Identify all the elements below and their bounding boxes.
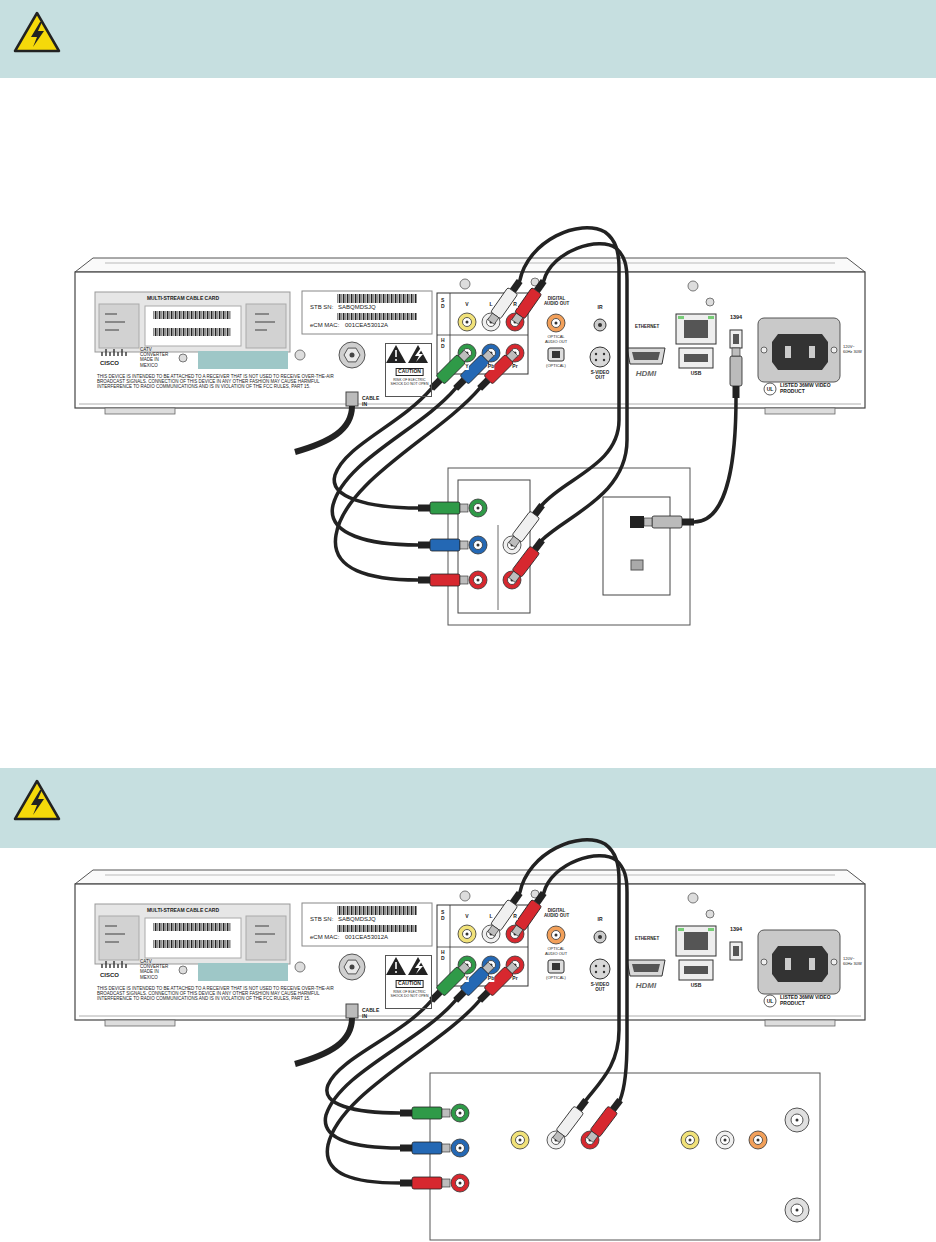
panel-label: 1394 [730, 926, 742, 932]
panel-label: SABQMDSJQ [338, 304, 376, 311]
panel-label: CISCO [100, 360, 119, 367]
panel-label: HDMI [636, 981, 656, 990]
panel-label: OPTICAL AUDIO OUT [541, 335, 571, 344]
panel-label: THIS DEVICE IS INTENDED TO BE ATTACHED T… [97, 374, 337, 390]
panel-label: S-VIDEO OUT [587, 370, 613, 380]
panel-label: Pb [487, 976, 494, 982]
panel-label: CATV CONVERTER MADE IN MEXICO [140, 959, 176, 980]
panel-label: S-VIDEO OUT [587, 982, 613, 992]
panel-label: CABLE IN [362, 1008, 382, 1020]
rear-panel: MULTI-STREAM CABLE CARD CATV CONVERTER MA… [75, 258, 865, 414]
panel-label: SABQMDSJQ [338, 916, 376, 923]
panel-label: Pb [487, 364, 494, 370]
panel-label: IR [598, 917, 603, 923]
panel-label: UL [767, 999, 774, 1005]
panel-label: CATV CONVERTER MADE IN MEXICO [140, 347, 176, 368]
panel-label: IR [598, 305, 603, 311]
panel-label: DIGITAL AUDIO OUT [541, 908, 572, 918]
panel-label: eCM MAC: [310, 322, 339, 329]
panel-label: H D [441, 338, 446, 350]
panel-label: LISTED 36MW VIDEO PRODUCT [780, 383, 840, 395]
panel-label: (OPTICAL) [546, 976, 566, 981]
panel-label: OPTICAL AUDIO OUT [541, 947, 571, 956]
panel-label: R [513, 302, 518, 308]
panel-label: eCM MAC: [310, 934, 339, 941]
panel-label: H D [441, 950, 446, 962]
panel-label: S D [441, 910, 446, 922]
warning-text: CAUTION [395, 980, 424, 988]
panel-label: 001CEA53012A [345, 934, 388, 941]
panel-label: Y [465, 976, 469, 982]
panel-label: L [489, 302, 493, 308]
panel-label: USB [691, 983, 702, 989]
panel-label: V [465, 302, 469, 308]
panel-label: DIGITAL AUDIO OUT [541, 296, 572, 306]
panel-label: Pr [512, 364, 518, 370]
panel-label: 001CEA53012A [345, 322, 388, 329]
panel-label: MULTI-STREAM CABLE CARD [147, 296, 219, 302]
caution-label: CAUTION RISK OF ELECTRIC SHOCK DO NOT OPE… [385, 343, 432, 397]
panel-label: MULTI-STREAM CABLE CARD [147, 908, 219, 914]
panel-label: CABLE IN [362, 396, 382, 408]
panel-label: STB SN: [310, 304, 333, 311]
rear-panel: MULTI-STREAM CABLE CARD CATV CONVERTER MA… [75, 870, 865, 1026]
caution-label: CAUTION RISK OF ELECTRIC SHOCK DO NOT OPE… [385, 955, 432, 1009]
panel-label: 120V~ 60Hz 30W [843, 345, 863, 354]
warning-text: CAUTION [395, 368, 424, 376]
panel-label: 1394 [730, 314, 742, 320]
panel-label: S D [441, 298, 446, 310]
panel-label: LISTED 36MW VIDEO PRODUCT [780, 995, 840, 1007]
panel-label: R [513, 914, 518, 920]
panel-label: UL [767, 387, 774, 393]
warning-text: RISK OF ELECTRIC SHOCK DO NOT OPEN [389, 378, 431, 386]
panel-label: THIS DEVICE IS INTENDED TO BE ATTACHED T… [97, 986, 337, 1002]
panel-label: ETHERNET [635, 936, 659, 941]
panel-label: (OPTICAL) [546, 364, 566, 369]
panel-label: USB [691, 371, 702, 377]
panel-label: STB SN: [310, 916, 333, 923]
panel-label: CISCO [100, 972, 119, 979]
panel-label: ETHERNET [635, 324, 659, 329]
panel-label: 120V~ 60Hz 30W [843, 957, 863, 966]
panel-label: HDMI [636, 369, 656, 378]
warning-text: RISK OF ELECTRIC SHOCK DO NOT OPEN [389, 990, 431, 998]
panel-label: Pr [512, 976, 518, 982]
panel-label: Y [465, 364, 469, 370]
panel-label: V [465, 914, 469, 920]
panel-label: L [489, 914, 493, 920]
